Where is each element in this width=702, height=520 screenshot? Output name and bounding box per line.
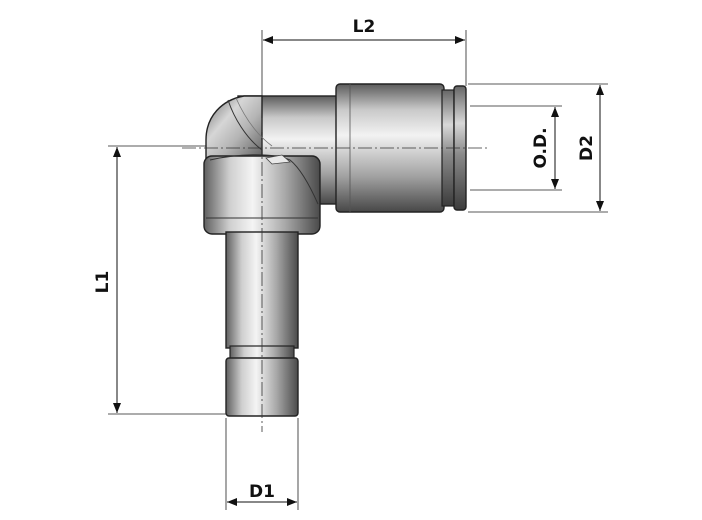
l1-label: L1 bbox=[93, 271, 113, 294]
elbow-fitting bbox=[203, 83, 467, 417]
dimension-labels: L2 O.D. D2 L1 D1 bbox=[93, 17, 597, 502]
d1-label: D1 bbox=[249, 482, 275, 502]
extension-lines bbox=[108, 30, 608, 510]
center-lines bbox=[182, 118, 490, 432]
dimension-lines bbox=[113, 36, 604, 506]
d2-label: D2 bbox=[577, 135, 597, 161]
od-label: O.D. bbox=[531, 127, 551, 168]
l2-label: L2 bbox=[353, 17, 376, 37]
elbow-bend bbox=[205, 95, 263, 163]
